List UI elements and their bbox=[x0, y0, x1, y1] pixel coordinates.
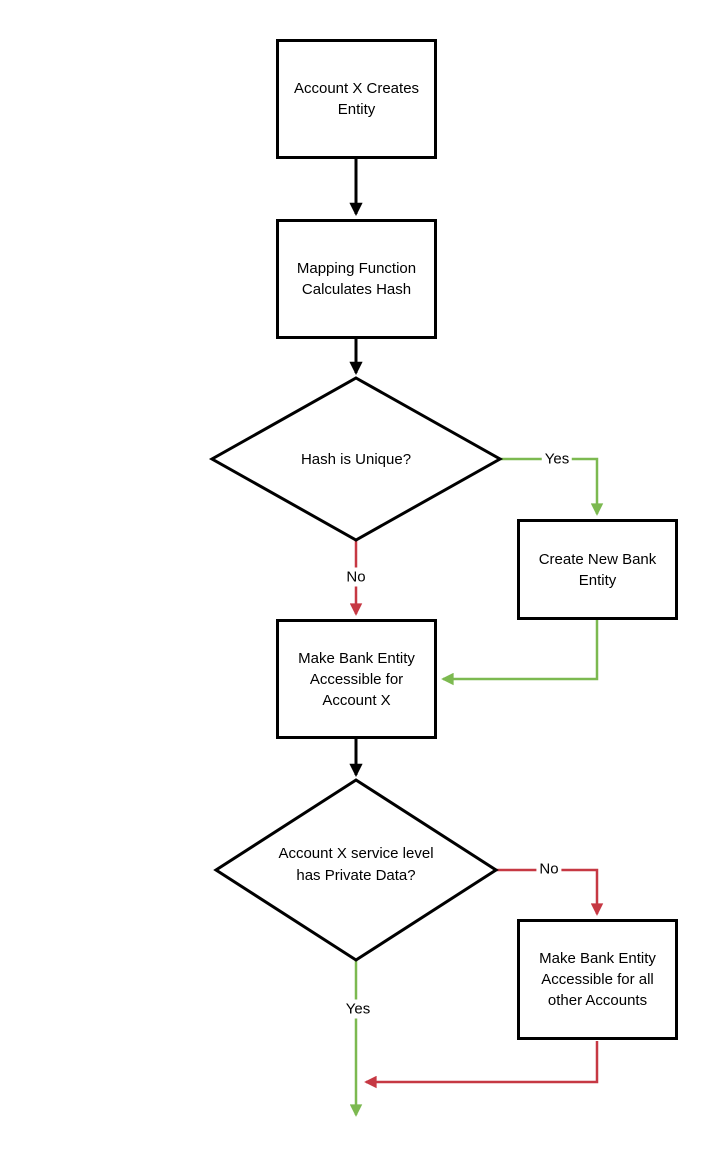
edge-label-hash-unique-no: No bbox=[343, 567, 369, 587]
node-mapping-function-calculates-hash-label: Mapping Function Calculates Hash bbox=[296, 260, 417, 298]
edge-label-hash-unique-yes: Yes bbox=[541, 449, 573, 469]
edge-accessible-all-to-join bbox=[364, 1041, 599, 1089]
edge-create-new-bank-entity-to-accessible-x bbox=[441, 620, 599, 686]
edge-private-data-no-to-accessible-all bbox=[496, 868, 604, 916]
node-create-new-bank-entity: Create New Bank Entity bbox=[517, 519, 678, 620]
node-mapping-function-calculates-hash: Mapping Function Calculates Hash bbox=[276, 219, 437, 339]
edge-label-private-data-no: No bbox=[536, 859, 562, 879]
edge-label-private-data-yes: Yes bbox=[342, 999, 374, 1019]
node-private-data-diamond bbox=[213, 778, 499, 962]
node-account-x-creates-entity-label: Account X Creates Entity bbox=[293, 80, 420, 118]
node-private-data-label: Account X service level has Private Data… bbox=[278, 845, 434, 884]
node-create-new-bank-entity-label: Create New Bank Entity bbox=[538, 550, 657, 589]
node-hash-is-unique-diamond bbox=[208, 376, 504, 542]
node-make-bank-entity-accessible-for-all-other-accounts: Make Bank Entity Accessible for all othe… bbox=[517, 919, 678, 1040]
node-hash-is-unique-label: Hash is Unique? bbox=[300, 451, 412, 468]
node-account-x-creates-entity: Account X Creates Entity bbox=[276, 39, 437, 159]
edge-hash-unique-yes-to-create-new-bank-entity bbox=[500, 457, 604, 516]
node-make-bank-entity-accessible-for-all-other-accounts-label: Make Bank Entity Accessible for all othe… bbox=[539, 950, 656, 1009]
node-make-bank-entity-accessible-for-account-x: Make Bank Entity Accessible for Account … bbox=[276, 619, 437, 739]
node-make-bank-entity-accessible-for-account-x-label: Make Bank Entity Accessible for Account … bbox=[298, 649, 415, 709]
